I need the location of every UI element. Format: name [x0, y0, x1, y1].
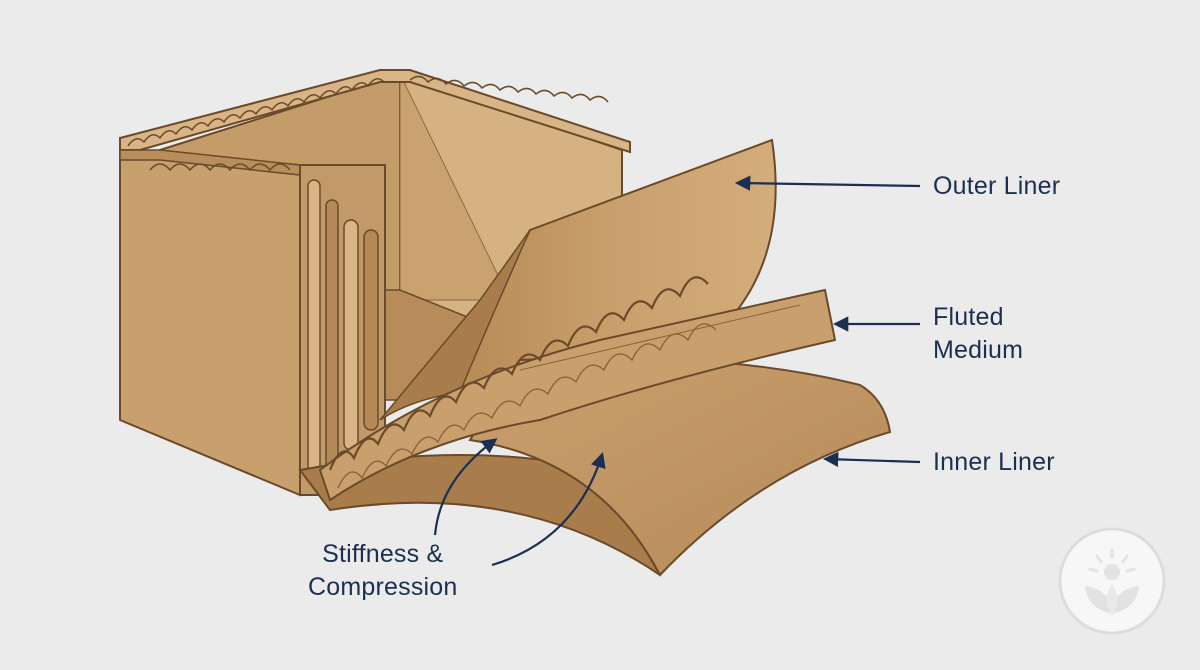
- fluted-medium: [318, 276, 837, 502]
- arrow-stiffness-1: [433, 438, 498, 536]
- box-corrugated-edge: [299, 164, 386, 496]
- label-stiffness-line-2: Compression: [308, 573, 458, 601]
- label-fluted-line-1: Fluted: [933, 303, 1004, 331]
- label-inner-liner-text: Inner Liner: [933, 448, 1055, 476]
- label-fluted-line-2: Medium: [933, 336, 1024, 364]
- lotus-leaf-logo-icon: [1058, 527, 1166, 635]
- label-stiffness-line-1: Stiffness &: [322, 540, 444, 568]
- label-stiffness-compression: Stiffness & Compression: [308, 538, 457, 604]
- label-fluted-medium: Fluted Medium: [933, 301, 1023, 367]
- box-front-wall: [119, 148, 301, 497]
- label-inner-liner: Inner Liner: [933, 446, 1055, 479]
- arrow-stiffness-2: [491, 452, 606, 567]
- label-outer-liner-text: Outer Liner: [933, 172, 1061, 200]
- label-outer-liner: Outer Liner: [933, 170, 1060, 203]
- label-arrows: [433, 175, 921, 567]
- arrow-inner-liner: [822, 451, 921, 468]
- arrow-outer-liner: [734, 175, 921, 191]
